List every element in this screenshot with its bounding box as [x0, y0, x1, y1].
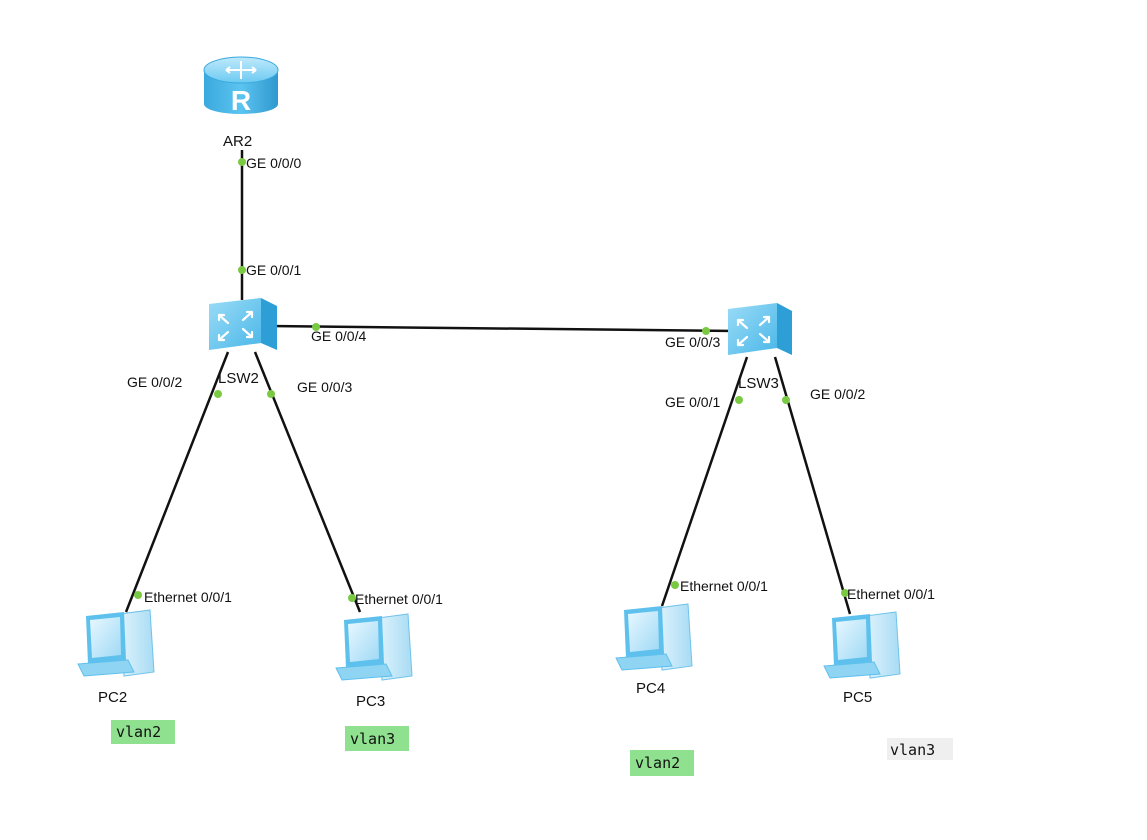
port-label: GE 0/0/4 — [311, 328, 366, 344]
switch-icon — [209, 298, 277, 350]
vlan-note-bg — [630, 750, 694, 776]
vlan-note-bg — [345, 726, 409, 751]
port-dot[interactable] — [782, 396, 790, 404]
vlan-note-pc2: vlan2 — [111, 720, 175, 744]
vlan-notes: vlan2 vlan3 vlan2 vlan3 — [111, 720, 953, 776]
port-dot[interactable] — [702, 327, 710, 335]
port-label: Ethernet 0/0/1 — [355, 591, 443, 607]
device-label: PC5 — [843, 689, 872, 706]
pc-icon — [615, 603, 693, 671]
port-label: GE 0/0/3 — [297, 379, 352, 395]
port-dot[interactable] — [735, 396, 743, 404]
port-label: GE 0/0/3 — [665, 334, 720, 350]
device-label: LSW2 — [218, 370, 259, 387]
device-label: AR2 — [223, 133, 252, 150]
port-dot[interactable] — [671, 581, 679, 589]
pc-icon — [335, 613, 413, 681]
switch-lsw2[interactable]: LSW2 — [209, 298, 277, 387]
port-label: Ethernet 0/0/1 — [847, 586, 935, 602]
device-label: LSW3 — [738, 375, 779, 392]
port-label: GE 0/0/1 — [665, 394, 720, 410]
pc-pc2[interactable]: PC2 — [77, 609, 155, 706]
port-dot[interactable] — [134, 591, 142, 599]
vlan-note-text: vlan3 — [350, 730, 395, 748]
device-label: PC3 — [356, 693, 385, 710]
vlan-note-pc4: vlan2 — [630, 750, 694, 776]
port-label: Ethernet 0/0/1 — [680, 578, 768, 594]
vlan-note-text: vlan3 — [890, 741, 935, 759]
device-label: PC4 — [636, 680, 665, 697]
router-icon: R — [203, 56, 279, 116]
vlan-note-bg — [887, 738, 953, 760]
svg-text:R: R — [231, 85, 251, 116]
port-label: GE 0/0/1 — [246, 262, 301, 278]
pc-pc4[interactable]: PC4 — [615, 603, 693, 697]
port-dots — [134, 158, 849, 602]
pc-pc5[interactable]: PC5 — [823, 611, 901, 706]
link-lsw3-pc4[interactable] — [660, 356, 749, 607]
link-lsw2-pc2[interactable] — [124, 351, 230, 613]
port-label: GE 0/0/2 — [127, 374, 182, 390]
port-dot[interactable] — [312, 323, 320, 331]
port-dot[interactable] — [841, 589, 849, 597]
port-dot[interactable] — [238, 158, 246, 166]
switch-lsw3[interactable]: LSW3 — [728, 303, 792, 392]
vlan-note-pc3: vlan3 — [345, 726, 409, 751]
port-dot[interactable] — [238, 266, 246, 274]
link-lsw2-lsw3[interactable] — [269, 324, 736, 333]
pc-icon — [823, 611, 901, 679]
vlan-note-pc5: vlan3 — [887, 738, 953, 760]
vlan-note-text: vlan2 — [116, 723, 161, 741]
port-dot[interactable] — [214, 390, 222, 398]
port-labels: GE 0/0/0 GE 0/0/1 GE 0/0/4 GE 0/0/3 GE 0… — [127, 155, 935, 607]
port-dot[interactable] — [348, 594, 356, 602]
pc-pc3[interactable]: PC3 — [335, 613, 413, 710]
vlan-note-text: vlan2 — [635, 754, 680, 772]
port-dot[interactable] — [267, 390, 275, 398]
port-label: Ethernet 0/0/1 — [144, 589, 232, 605]
port-label: GE 0/0/2 — [810, 386, 865, 402]
device-label: PC2 — [98, 689, 127, 706]
router-ar2[interactable]: R AR2 — [203, 56, 279, 150]
vlan-note-bg — [111, 720, 175, 744]
pc-icon — [77, 609, 155, 677]
switch-icon — [728, 303, 792, 355]
port-label: GE 0/0/0 — [246, 155, 301, 171]
